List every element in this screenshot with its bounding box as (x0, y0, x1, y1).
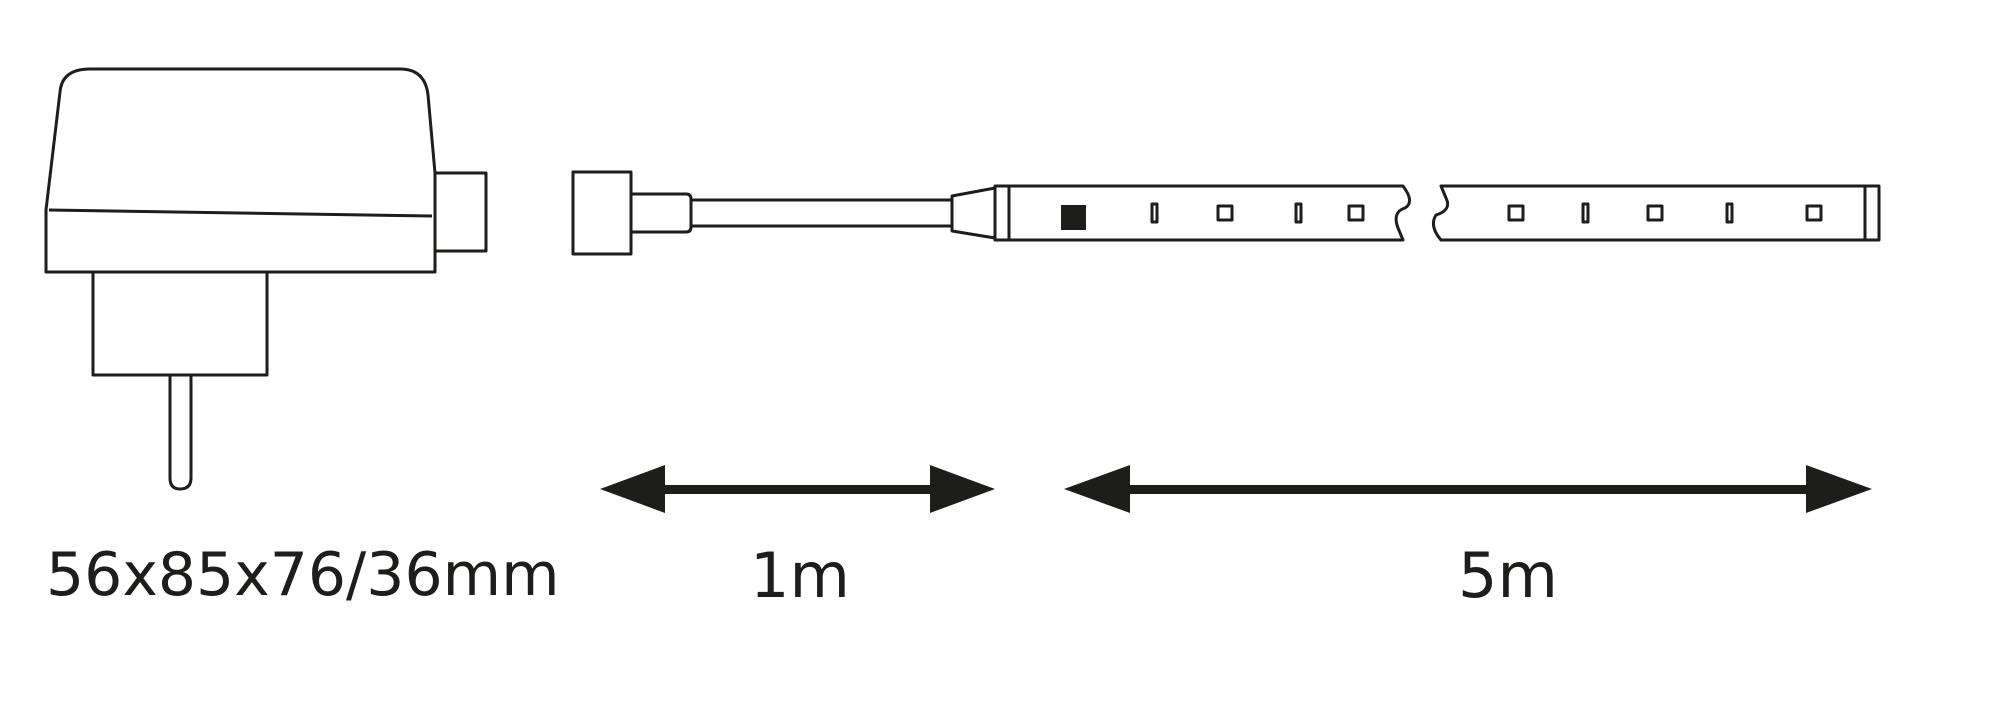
adapter-dimensions-label: 56x85x76/36mm (46, 540, 560, 610)
led-strip-icon (993, 184, 1881, 242)
strip-length-arrow-icon (1064, 465, 1872, 513)
connector-cable-icon (571, 170, 997, 256)
cable-length-arrow-icon (600, 465, 995, 513)
strip-length-label: 5m (1458, 539, 1558, 612)
cable-length-label: 1m (750, 539, 850, 612)
power-adapter-icon (44, 67, 488, 491)
